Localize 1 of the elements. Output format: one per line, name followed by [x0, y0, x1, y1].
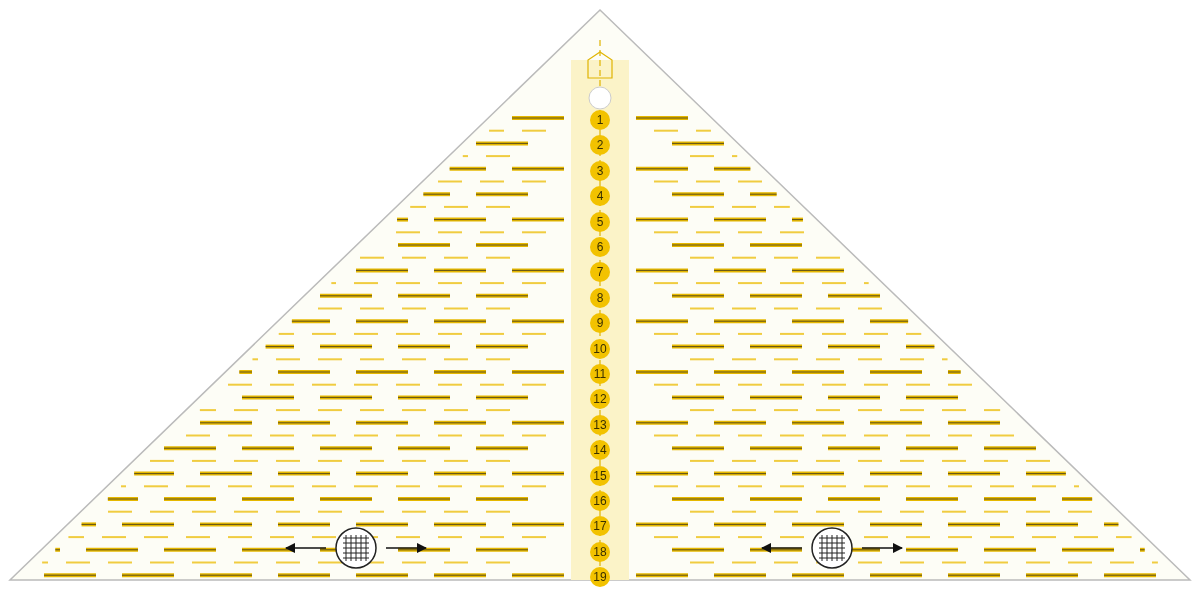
ruler-number: 19 — [590, 567, 610, 588]
